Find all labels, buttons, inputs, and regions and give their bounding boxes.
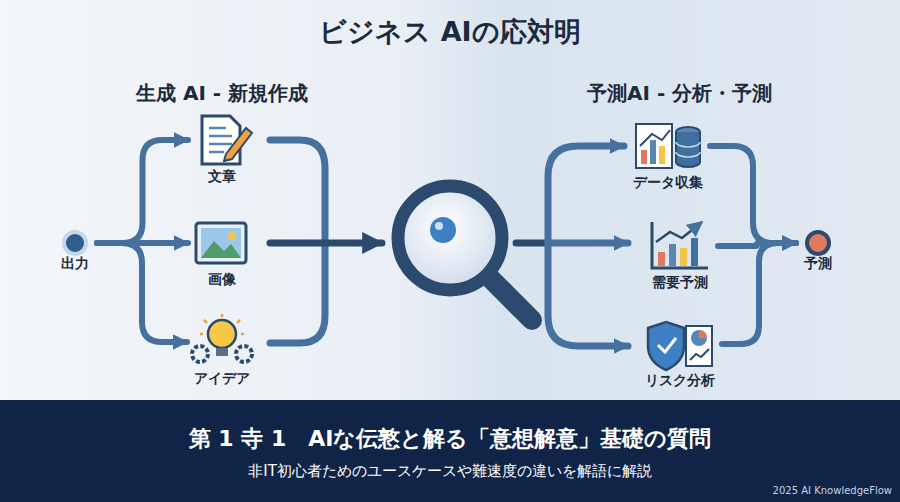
icon-node: 文章 <box>190 112 254 186</box>
flow-arrow <box>97 243 187 342</box>
node-label: 需要予測 <box>652 274 708 292</box>
section-heading: 生成 AI - 新規作成 <box>136 80 308 107</box>
icon-node: 出力 <box>55 231 95 273</box>
node-label: 予測 <box>804 255 832 273</box>
footer-subtitle: 非IT初心者ためのユースケースや難速度の違いを解語に解説 <box>248 462 652 481</box>
node-label: アイデア <box>194 370 250 388</box>
node-label: 出力 <box>61 255 89 273</box>
node-label: リスク分析 <box>645 372 715 390</box>
diagram-title: ビジネス AIの応対明 <box>0 14 900 50</box>
footer-band: 第 1 寺 1 AIな伝憝と解る「意想解意」基礎の質問非IT初心者ためのユースケ… <box>0 400 900 502</box>
flow-arrow <box>97 140 188 243</box>
icon-node: データ収集 <box>628 118 708 192</box>
icon-node: アイデア <box>189 314 255 388</box>
node-label: データ収集 <box>633 174 703 192</box>
icon-node: 需要予測 <box>644 218 716 292</box>
node-label: 文章 <box>208 168 236 186</box>
section-heading: 予測AI - 分析・予測 <box>587 80 772 107</box>
watermark: 2025 AI KnowledgeFlow <box>773 485 892 496</box>
flow-arrow <box>710 146 796 243</box>
icon-node: リスク分析 <box>640 316 720 390</box>
footer-heading: 第 1 寺 1 AIな伝憝と解る「意想解意」基礎の質問 <box>189 424 712 454</box>
icon-node: 画像 <box>190 215 254 289</box>
icon-node: 予測 <box>798 231 838 273</box>
node-label: 画像 <box>208 271 236 289</box>
flow-arrow <box>722 243 796 344</box>
